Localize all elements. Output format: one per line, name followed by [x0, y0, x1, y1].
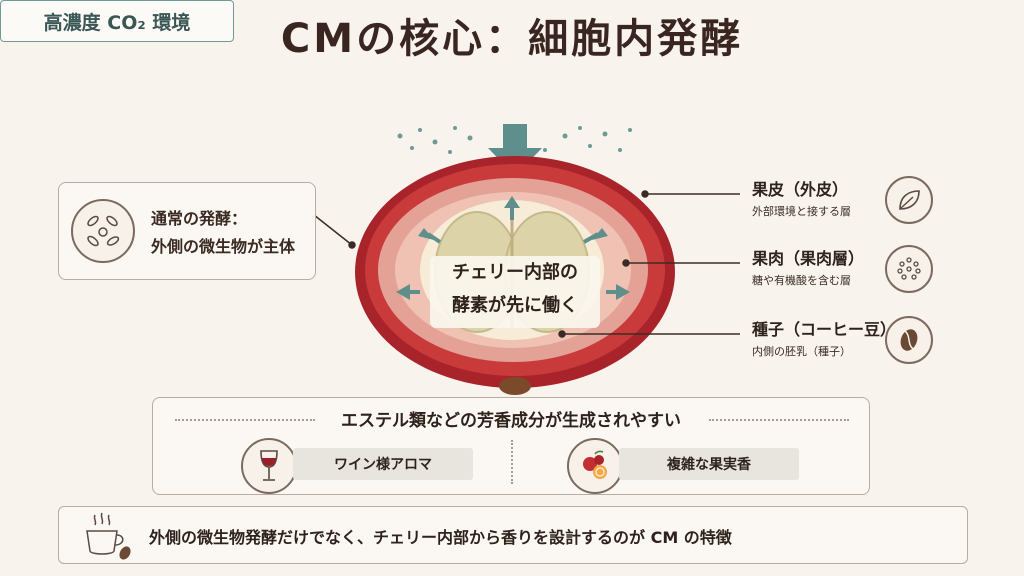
leaf-icon: [885, 176, 933, 224]
footer-note: 外側の微生物発酵だけでなく、チェリー内部から香りを設計するのが CM の特徴: [58, 506, 968, 564]
wine-aroma-label: ワイン様アロマ: [293, 448, 473, 480]
fruit-aroma-label: 複雑な果実香: [619, 448, 799, 480]
co2-label: 高濃度 CO₂ 環境: [0, 0, 234, 42]
seed-description: 内側の胚乳（種子）: [752, 345, 851, 358]
footer-text: 外側の微生物発酵だけでなく、チェリー内部から香りを設計するのが CM の特徴: [149, 528, 732, 547]
co2-particles: [397, 126, 632, 154]
aroma-heading: エステル類などの芳香成分が生成されやすい: [341, 411, 681, 431]
skin-description: 外部環境と接する層: [752, 205, 851, 218]
fruit-icon: [567, 438, 623, 494]
seed-label: 種子（コーヒー豆）: [752, 320, 897, 339]
dots-icon: [885, 245, 933, 293]
coffee-bean-icon: [885, 316, 933, 364]
normal-fermentation-note: 通常の発酵： 外側の微生物が主体: [58, 182, 316, 280]
page-title: CMの核心：細胞内発酵: [280, 16, 744, 62]
wine-glass-icon: [241, 438, 297, 494]
enzyme-label: チェリー内部の 酵素が先に働く: [430, 256, 600, 328]
pulp-label: 果肉（果肉層）: [752, 249, 865, 268]
coffee-cup-icon: [81, 511, 135, 565]
microbe-icon: [71, 199, 135, 263]
vertical-divider: [511, 440, 513, 484]
skin-label: 果皮（外皮）: [752, 180, 849, 199]
divider-left: [175, 419, 315, 421]
enzyme-arrows: [396, 196, 630, 300]
divider-right: [709, 419, 849, 421]
pulp-description: 糖や有機酸を含む層: [752, 274, 851, 287]
normal-fermentation-text: 通常の発酵： 外側の微生物が主体: [151, 209, 296, 256]
aroma-panel: エステル類などの芳香成分が生成されやすい ワイン様アロマ 複雑な果実香: [152, 397, 870, 495]
